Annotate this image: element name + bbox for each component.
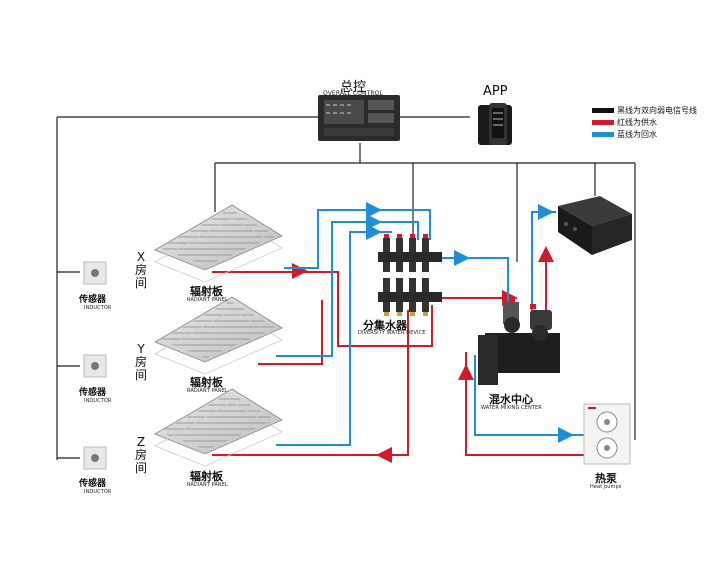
supply-loop-z [212, 310, 409, 456]
sensor-x-image [83, 261, 107, 285]
signal-lines [56, 116, 636, 460]
room-z-label: Z房间 [134, 435, 147, 475]
legend-supply-text: 红线为供水 [617, 117, 657, 127]
control-unit-image [318, 95, 400, 141]
control-subtitle: OVERALL CONTROL [323, 90, 383, 97]
heatpump-image [583, 403, 631, 465]
return-loop-y [276, 221, 419, 357]
legend-supply-swatch [592, 119, 614, 125]
radiant-panel-x [154, 204, 283, 283]
panel-y-sublabel: RADIANT PANEL [187, 388, 228, 394]
panel-y-label: 辐射板 [190, 376, 223, 389]
heatpump-sublabel: Heat pumps [590, 484, 622, 490]
legend-return-text: 蓝线为回水 [617, 129, 657, 139]
sensor-x-label: 传感器 [79, 295, 107, 305]
manifold-sublabel: DIVERSITY WATER DEVICE [358, 330, 426, 336]
room-y-label: Y房间 [134, 342, 147, 382]
legend-signal-swatch [592, 107, 614, 113]
legend-return: 蓝线为回水 [592, 129, 657, 139]
return-main [440, 257, 509, 310]
control-title: 总控 [340, 80, 367, 95]
mixing-label: 混水中心 [489, 393, 533, 406]
return-from-box [531, 211, 556, 318]
supply-loop-y-stub [258, 300, 323, 365]
supply-heatpump-out [465, 352, 588, 456]
sensor-z-sublabel: INDUCTOR [84, 489, 112, 495]
app-phone-image [478, 103, 512, 145]
supply-lines [212, 246, 588, 463]
panel-z-label: 辐射板 [190, 470, 223, 483]
legend-signal-text: 黑线为双向弱电信号线 [617, 105, 697, 115]
manifold-label: 分集水器 [363, 319, 407, 332]
room-x-label: X房间 [134, 250, 147, 290]
radiant-panel-z [154, 388, 283, 467]
mixing-center-image [478, 298, 560, 385]
app-label: APP [483, 84, 508, 99]
legend-signal: 黑线为双向弱电信号线 [592, 105, 697, 115]
panel-x-sublabel: RADIANT PANEL [187, 297, 228, 303]
buffer-tank-image [558, 196, 632, 255]
return-lines [276, 202, 588, 446]
panel-z-sublabel: RADIANT PANEL [187, 482, 228, 488]
return-loop-x [284, 209, 431, 269]
sensor-y-image [83, 354, 107, 378]
sensor-z-label: 传感器 [79, 479, 107, 489]
radiant-panel-y [154, 296, 283, 375]
sensor-x-sublabel: INDUCTOR [84, 305, 112, 311]
sensor-y-label: 传感器 [79, 388, 107, 398]
heatpump-label: 热泵 [595, 472, 617, 485]
return-loop-z [276, 231, 392, 446]
panel-x-label: 辐射板 [190, 285, 223, 298]
sensor-z-image [83, 446, 107, 470]
mixing-sublabel: WATER MIXING CENTER [481, 405, 542, 411]
sensor-y-sublabel: INDUCTOR [84, 398, 112, 404]
legend-supply: 红线为供水 [592, 117, 657, 127]
manifold-image [378, 234, 442, 316]
return-heatpump [474, 355, 588, 436]
legend-return-swatch [592, 131, 614, 137]
